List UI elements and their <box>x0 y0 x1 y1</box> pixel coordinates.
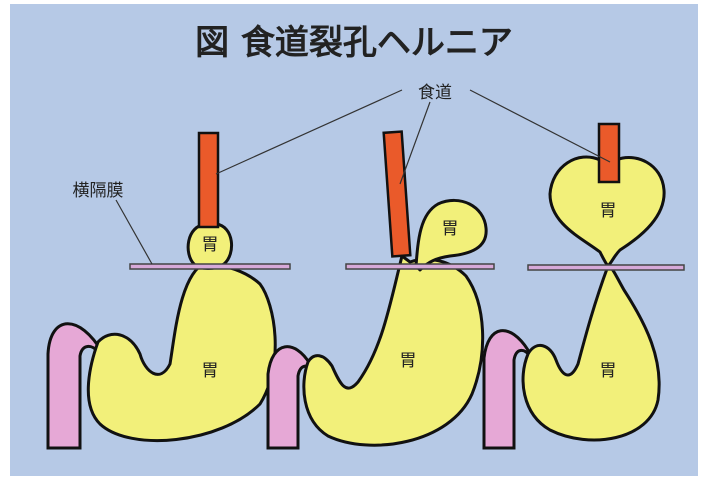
stomach-lower-2 <box>304 256 483 445</box>
diaphragm-1 <box>130 264 290 269</box>
esophagus-leader-2 <box>400 102 430 184</box>
stomach-lower-label-2: 胃 <box>400 351 417 371</box>
stomach-upper-label-1: 胃 <box>202 235 219 255</box>
stomach-lower-1 <box>88 262 275 441</box>
stomach-upper-label-3: 胃 <box>600 201 617 221</box>
esophagus-leader-1 <box>216 90 402 174</box>
stomach-upper-label-2: 胃 <box>442 219 459 239</box>
panel-3: 胃 胃 <box>484 124 684 448</box>
esophagus-3 <box>599 124 619 182</box>
diaphragm-leader <box>116 200 152 264</box>
stomach-lower-label-3: 胃 <box>600 361 617 381</box>
diaphragm-label: 横隔膜 <box>73 181 124 201</box>
figure-title: 図 食道裂孔ヘルニア <box>195 23 513 63</box>
panel-2: 胃 胃 <box>268 132 494 448</box>
esophagus-2 <box>384 132 411 257</box>
hiatal-hernia-diagram: 図 食道裂孔ヘルニア 胃 胃 胃 胃 胃 胃 食 <box>10 4 698 476</box>
diaphragm-2 <box>346 264 494 269</box>
esophagus-label: 食道 <box>418 83 452 103</box>
diaphragm-3 <box>528 265 684 270</box>
stomach-lower-label-1: 胃 <box>202 361 219 381</box>
figure-panel: 図 食道裂孔ヘルニア 胃 胃 胃 胃 胃 胃 食 <box>10 4 698 476</box>
esophagus-1 <box>199 133 218 227</box>
esophagus-leader-3 <box>470 90 610 162</box>
stomach-lower-3 <box>523 266 659 440</box>
